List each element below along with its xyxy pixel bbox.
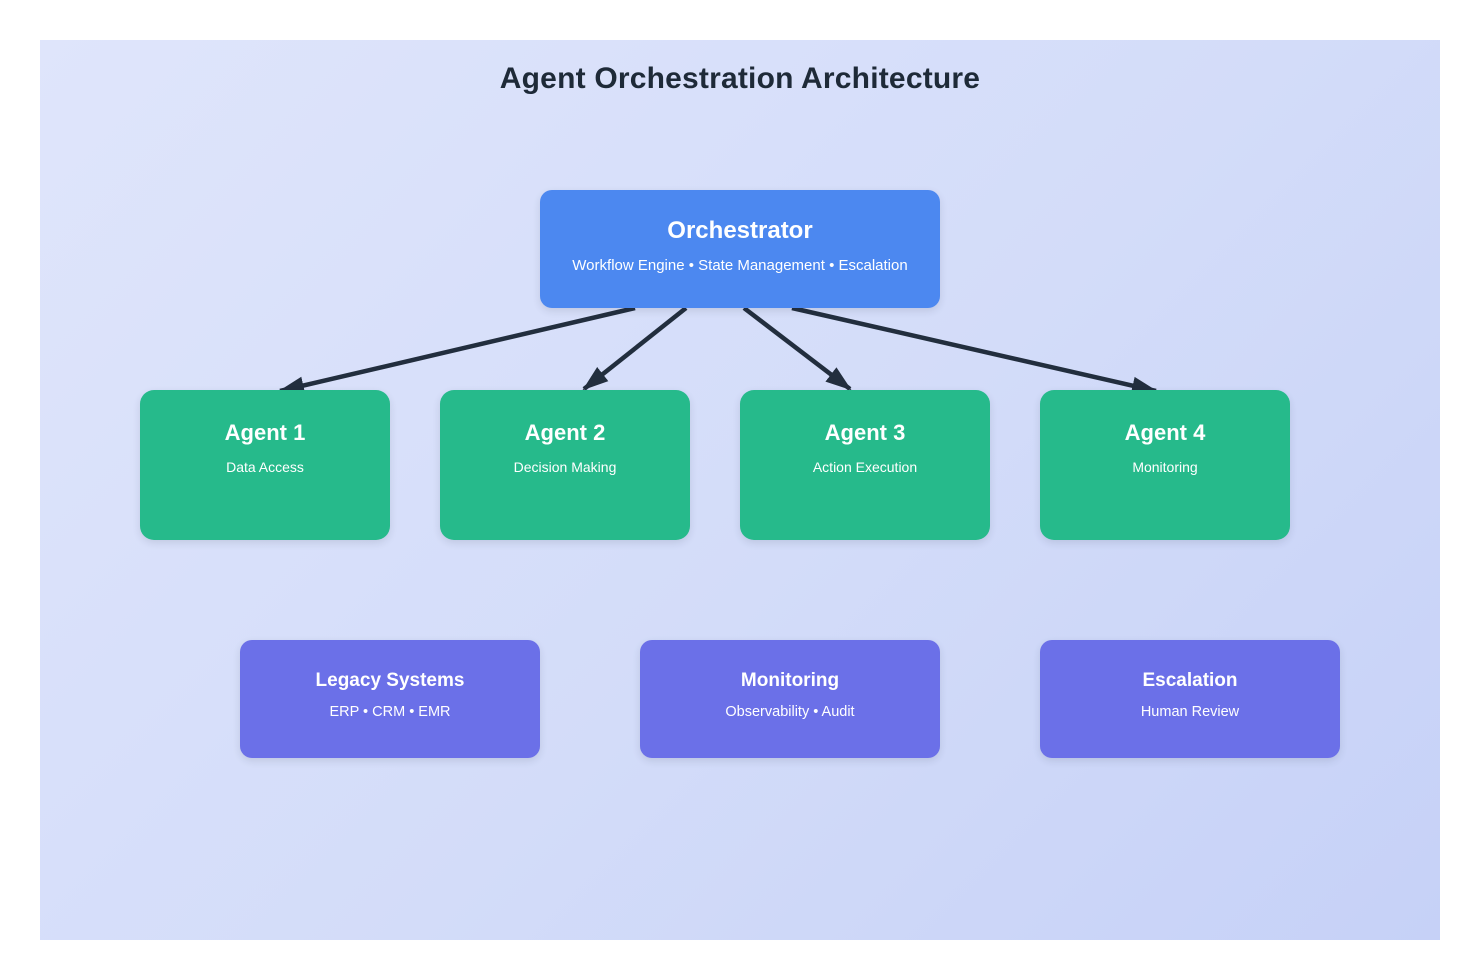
agent-1-subtitle: Data Access [226,459,304,476]
legacy-systems-title: Legacy Systems [315,670,465,691]
arrow-orchestrator-to-agent-3 [742,306,852,391]
diagram-title: Agent Orchestration Architecture [499,62,981,95]
monitoring-title: Monitoring [740,670,840,691]
monitoring-subtitle: Observability • Audit [725,703,855,720]
agent-2-box: Agent 2 Decision Making [440,390,690,540]
agent-1-box: Agent 1 Data Access [140,390,390,540]
escalation-subtitle: Human Review [1140,703,1240,720]
arrow-orchestrator-to-agent-2 [582,306,688,391]
legacy-systems-subtitle: ERP • CRM • EMR [329,703,451,720]
agent-2-title: Agent 2 [524,420,606,445]
legacy-systems-box: Legacy Systems ERP • CRM • EMR [240,640,540,758]
diagram-panel: Agent Orchestration Architecture Orchest… [40,40,1440,940]
agent-3-box: Agent 3 Action Execution [740,390,990,540]
escalation-title: Escalation [1142,670,1238,691]
agent-4-subtitle: Monitoring [1132,459,1198,476]
agent-3-subtitle: Action Execution [812,459,918,476]
orchestrator-box: Orchestrator Workflow Engine • State Man… [540,190,940,308]
agent-4-box: Agent 4 Monitoring [1040,390,1290,540]
arrow-orchestrator-to-agent-1 [278,305,636,395]
arrow-orchestrator-to-agent-4 [791,305,1158,395]
orchestrator-subtitle: Workflow Engine • State Management • Esc… [572,256,908,274]
monitoring-box: Monitoring Observability • Audit [640,640,940,758]
agent-4-title: Agent 4 [1124,420,1206,445]
agent-1-title: Agent 1 [224,420,306,445]
agent-2-subtitle: Decision Making [513,459,617,476]
orchestrator-title: Orchestrator [667,217,813,244]
agent-3-title: Agent 3 [824,420,906,445]
escalation-box: Escalation Human Review [1040,640,1340,758]
